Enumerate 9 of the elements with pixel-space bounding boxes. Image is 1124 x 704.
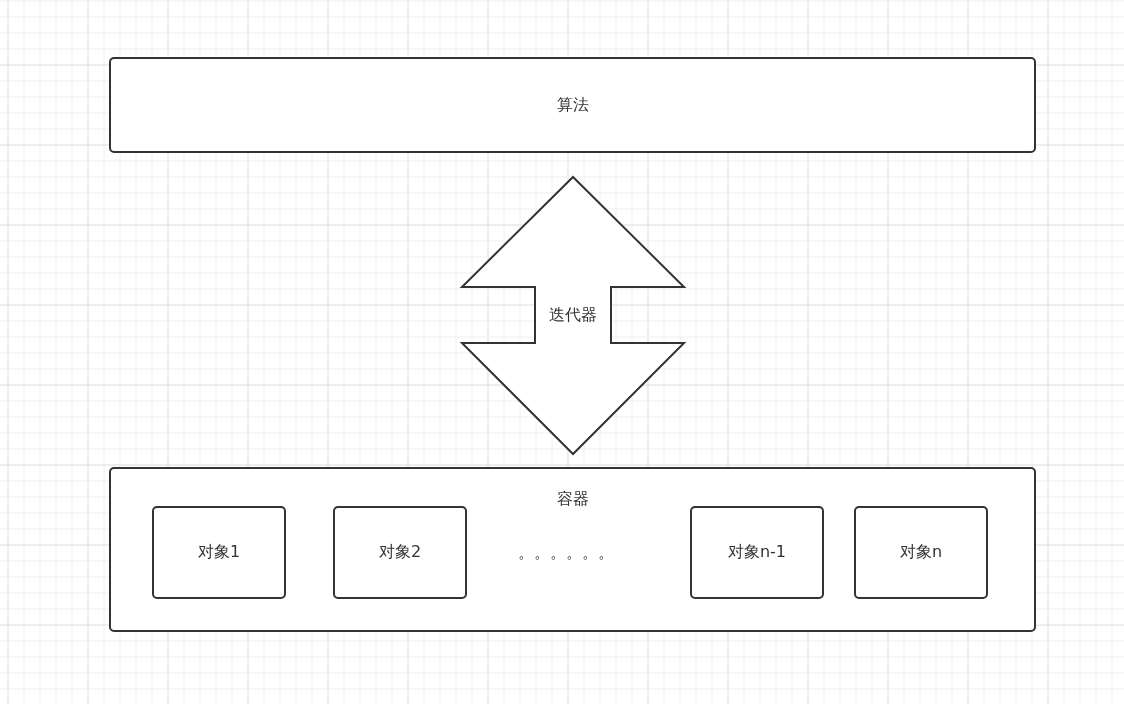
- container-title: 容器: [555, 489, 590, 510]
- object-box: 对象2: [333, 506, 467, 599]
- object-box: 对象n: [854, 506, 988, 599]
- ellipsis-dots: 。。。。。。: [518, 543, 614, 564]
- arrow-label: 迭代器: [548, 305, 598, 326]
- container-box: [109, 467, 1036, 632]
- object-box: 对象1: [152, 506, 286, 599]
- object-box: 对象n-1: [690, 506, 824, 599]
- algorithm-box: 算法: [109, 57, 1036, 153]
